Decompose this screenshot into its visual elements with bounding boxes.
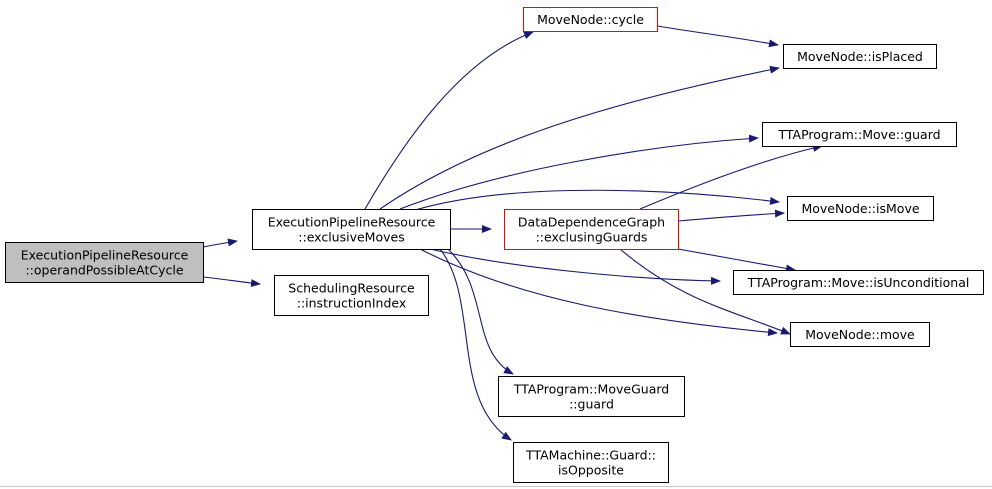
node-ddg[interactable]: DataDependenceGraph::exclusingGuards: [504, 209, 679, 250]
node-move[interactable]: MoveNode::move: [790, 322, 930, 347]
node-label-line: TTAMachine::Guard::: [525, 448, 656, 463]
node-exclusiveMoves[interactable]: ExecutionPipelineResource::exclusiveMove…: [252, 209, 451, 250]
node-label-line: ::operandPossibleAtCycle: [25, 263, 183, 278]
node-label-line: ::exclusingGuards: [536, 230, 648, 245]
node-label-line: isOpposite: [558, 463, 624, 478]
node-label-line: ::exclusiveMoves: [298, 230, 404, 245]
edge-exclusiveMoves-to-isPlaced: [379, 65, 780, 210]
node-label-line: ::guard: [569, 397, 614, 412]
edge-exclusiveMoves-to-moveGuardGuard: [447, 248, 514, 375]
node-instructionIndex[interactable]: SchedulingResource::instructionIndex: [274, 275, 429, 316]
edges-layer: [202, 25, 823, 441]
edge-exclusiveMoves-to-moveGuard: [399, 134, 759, 210]
node-isUnconditional[interactable]: TTAProgram::Move::isUnconditional: [733, 270, 984, 295]
node-label-line: DataDependenceGraph: [518, 215, 665, 230]
node-box[interactable]: [790, 322, 930, 347]
edge-cycle-to-isPlaced: [656, 25, 779, 48]
edge-exclusiveMoves-to-cycle: [364, 31, 534, 210]
node-label-line: TTAProgram::MoveGuard: [513, 382, 669, 397]
node-label-line: MoveNode::isMove: [801, 201, 919, 216]
edge-exclusiveMoves-to-move: [419, 248, 778, 337]
node-box[interactable]: [5, 242, 204, 283]
node-isPlaced[interactable]: MoveNode::isPlaced: [783, 44, 937, 69]
edge-exclusiveMoves-to-isOpposite: [439, 248, 512, 441]
node-label-line: ExecutionPipelineResource: [21, 248, 189, 263]
node-moveGuard[interactable]: TTAProgram::Move::guard: [762, 122, 957, 147]
node-box[interactable]: [513, 442, 669, 483]
bottom-border: [0, 486, 992, 487]
node-label-line: MoveNode::cycle: [537, 12, 644, 27]
edge-ddg-to-moveGuard: [639, 144, 823, 210]
node-label-line: MoveNode::isPlaced: [797, 49, 923, 64]
node-root[interactable]: ExecutionPipelineResource::operandPossib…: [5, 242, 204, 283]
node-box[interactable]: [787, 196, 934, 221]
node-isMove[interactable]: MoveNode::isMove: [787, 196, 934, 221]
edge-ddg-to-isUnconditional: [677, 248, 796, 273]
node-label-line: TTAProgram::Move::guard: [777, 127, 940, 142]
node-label-line: TTAProgram::Move::isUnconditional: [747, 275, 970, 290]
edge-exclusiveMoves-to-isUnconditional: [429, 248, 721, 285]
node-box[interactable]: [498, 376, 685, 417]
node-box[interactable]: [252, 209, 451, 250]
node-label-line: ::instructionIndex: [297, 296, 407, 311]
node-box[interactable]: [504, 209, 679, 250]
edge-root-to-exclusiveMoves: [202, 238, 238, 248]
edge-ddg-to-isMove: [677, 209, 785, 222]
node-cycle[interactable]: MoveNode::cycle: [523, 7, 658, 32]
node-box[interactable]: [762, 122, 957, 147]
edge-ddg-to-move: [619, 248, 791, 335]
edge-exclusiveMoves-to-isMove: [414, 189, 780, 211]
node-label-line: SchedulingResource: [288, 281, 415, 296]
node-isOpposite[interactable]: TTAMachine::Guard::isOpposite: [513, 442, 669, 483]
node-label-line: MoveNode::move: [805, 327, 915, 342]
node-box[interactable]: [783, 44, 937, 69]
node-box[interactable]: [733, 270, 984, 295]
node-moveGuardGuard[interactable]: TTAProgram::MoveGuard::guard: [498, 376, 685, 417]
nodes-layer: ExecutionPipelineResource::operandPossib…: [5, 7, 984, 483]
node-box[interactable]: [274, 275, 429, 316]
node-box[interactable]: [523, 7, 658, 32]
node-label-line: ExecutionPipelineResource: [268, 215, 436, 230]
edge-root-to-instructionIndex: [202, 276, 261, 288]
